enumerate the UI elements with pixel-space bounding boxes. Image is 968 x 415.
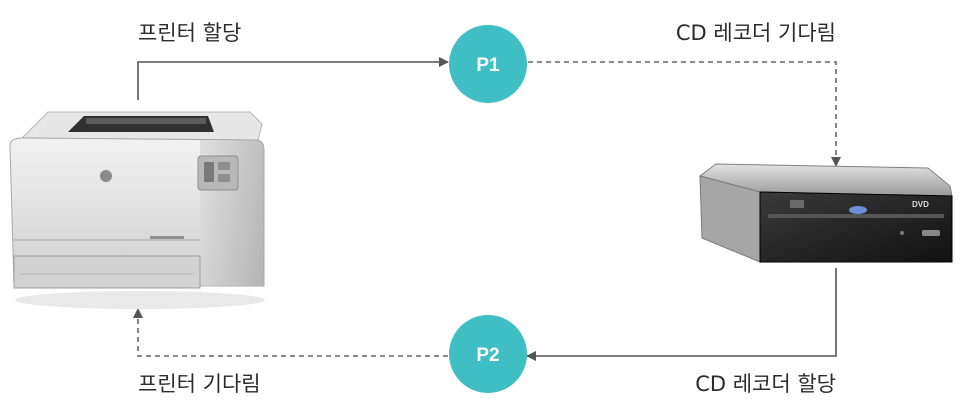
printer-icon xyxy=(9,111,265,309)
edge-p2-to-printer xyxy=(133,308,448,357)
label-printer-wait: 프린터 기다림 xyxy=(138,372,261,396)
label-cd-wait: CD 레코더 기다림 xyxy=(676,21,836,45)
edge-p1-to-cd xyxy=(528,61,841,167)
svg-text:DVD: DVD xyxy=(912,200,929,209)
svg-text:P1: P1 xyxy=(476,55,500,76)
edge-printer-to-p1 xyxy=(137,57,449,100)
label-cd-assign: CD 레코더 할당 xyxy=(695,372,836,396)
edge-cd-to-p2 xyxy=(526,268,837,361)
svg-text:P2: P2 xyxy=(476,345,499,366)
cd-recorder-icon: DVD xyxy=(698,163,953,263)
process-node-p1: P1 xyxy=(449,25,527,103)
process-node-p2: P2 xyxy=(449,315,527,393)
label-printer-assign: 프린터 할당 xyxy=(138,21,241,45)
